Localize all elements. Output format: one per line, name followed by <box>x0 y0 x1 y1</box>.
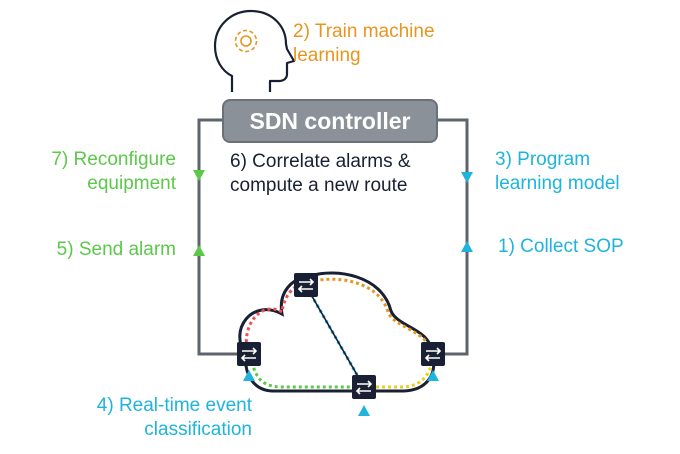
arrow-up-router-left <box>243 370 255 381</box>
step-7-line2: equipment <box>87 173 176 194</box>
step-7-line1: 7) Reconfigure <box>51 149 176 170</box>
arrow-down-right <box>461 172 473 183</box>
sdn-controller-label: SDN controller <box>249 107 411 134</box>
arrow-down-left <box>193 170 205 181</box>
arrow-up-right <box>461 241 473 252</box>
arrow-up-router-bottom <box>358 405 370 416</box>
step-2-line2: learning <box>293 45 361 66</box>
step-4-line2: classification <box>144 419 252 440</box>
step-6-line2: compute a new route <box>230 175 408 196</box>
step-3-line1: 3) Program <box>495 149 591 170</box>
head-gear-icon <box>213 9 296 92</box>
step-4-label: 4) Real-time event classification <box>52 394 252 442</box>
step-6-line1: 6) Correlate alarms & <box>230 151 411 172</box>
step-1-label: 1) Collect SOP <box>498 235 624 259</box>
step-5-label: 5) Send alarm <box>40 238 176 262</box>
step-2-label: 2) Train machine learning <box>293 20 435 68</box>
step-5-text: 5) Send alarm <box>56 239 176 260</box>
step-3-line2: learning model <box>495 173 620 194</box>
arrow-up-router-right <box>427 370 439 381</box>
router-switch-icon <box>294 273 318 297</box>
connection-lines <box>197 118 469 356</box>
router-switch-icon <box>421 342 445 366</box>
cloud-network <box>238 271 436 393</box>
gear-icon <box>234 29 258 53</box>
step-7-label: 7) Reconfigure equipment <box>28 148 176 196</box>
step-3-label: 3) Program learning model <box>495 148 620 196</box>
step-1-text: 1) Collect SOP <box>498 236 624 257</box>
router-switch-icon <box>237 342 261 366</box>
step-4-line1: 4) Real-time event <box>96 395 252 416</box>
step-2-line1: 2) Train machine <box>293 21 435 42</box>
sdn-controller-box: SDN controller <box>222 99 438 143</box>
step-6-label: 6) Correlate alarms & compute a new rout… <box>230 150 411 198</box>
router-switch-icon <box>352 375 376 399</box>
arrow-up-left <box>193 245 205 256</box>
